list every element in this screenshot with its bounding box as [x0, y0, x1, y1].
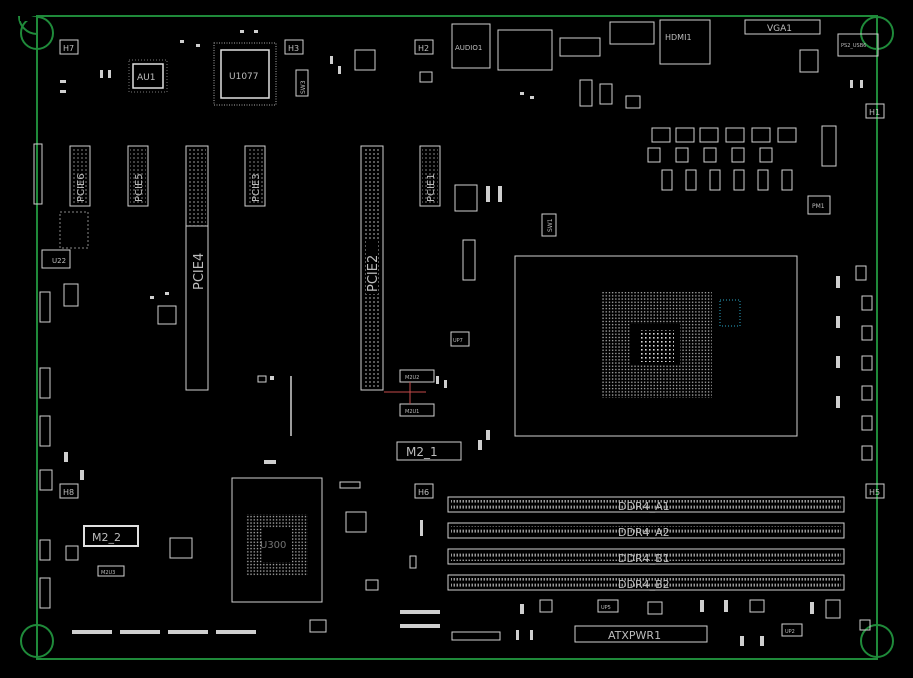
misc-ics: UP7 SW1 PM1	[157, 125, 837, 347]
label-h8: H8	[63, 488, 74, 497]
label-up5: UP5	[601, 605, 611, 611]
mounting-holes: H7 H3 H2 H1 H8 H6 H5	[59, 39, 885, 499]
label-pcie4: PCIE4	[192, 253, 207, 290]
label-u22: U22	[52, 257, 66, 265]
label-h7: H7	[63, 44, 74, 53]
label-pm1: PM1	[812, 203, 825, 210]
label-h3: H3	[288, 44, 299, 53]
label-pcie2: PCIE2	[366, 255, 381, 292]
label-h1: H1	[869, 108, 880, 117]
label-audio1: AUDIO1	[455, 44, 482, 52]
label-ps2-usb6: PS2_USB6	[841, 43, 866, 49]
label-atxpwr1: ATXPWR1	[608, 629, 661, 642]
label-pcie1: PCIE1	[426, 173, 437, 202]
vrm-chokes	[647, 127, 797, 191]
label-au1: AU1	[137, 73, 155, 83]
label-sw3: SW3	[300, 80, 307, 94]
label-up7: UP7	[453, 338, 463, 344]
cpu-socket	[514, 255, 798, 437]
board-edge	[18, 15, 894, 660]
label-h5: H5	[869, 488, 880, 497]
left-components: U22	[33, 143, 89, 447]
dimm-slots: DDR4_A1 DDR4_A2 DDR4_B1 DDR4_B2	[447, 496, 845, 591]
label-u1077: U1077	[229, 72, 259, 82]
label-m2u1: M2U1	[405, 409, 419, 415]
label-ddr4-b2: DDR4_B2	[618, 578, 670, 591]
label-vga1: VGA1	[767, 24, 792, 34]
label-ddr4-a1: DDR4_A1	[618, 500, 670, 513]
label-pcie6: PCIE6	[76, 173, 87, 202]
label-ddr4-a2: DDR4_A2	[618, 526, 670, 539]
label-hdmi1: HDMI1	[665, 33, 692, 42]
switch-sw3: SW3	[295, 69, 309, 97]
label-pcie3: PCIE3	[251, 173, 262, 202]
passive-components	[39, 30, 873, 646]
label-m2-2: M2_2	[92, 531, 121, 544]
label-m2u2: M2U2	[405, 375, 419, 381]
audio-codec-au1: AU1	[128, 59, 168, 93]
label-m2u3: M2U3	[101, 570, 115, 576]
label-ddr4-b1: DDR4_B1	[618, 552, 670, 565]
pch-chip: U300	[169, 477, 323, 603]
bottom-connectors: ATXPWR1 UP5 UP2	[39, 577, 841, 643]
m2-area: M2U2 M2U1 M2_1 M2_2 M2U3	[83, 369, 462, 577]
rear-io: AUDIO1 HDMI1 VGA1 PS2_USB6	[451, 19, 879, 73]
label-sw1: SW1	[547, 218, 554, 232]
pcie-x16-slots: PCIE4 PCIE2	[185, 145, 384, 391]
pcie-x1-slots: PCIE6 PCIE5 PCIE3 PCIE1	[69, 145, 441, 207]
label-pcie5: PCIE5	[134, 173, 145, 202]
label-h2: H2	[418, 44, 429, 53]
chip-u1077: U1077	[213, 42, 277, 106]
label-u300: U300	[260, 540, 286, 551]
label-h6: H6	[418, 488, 429, 497]
label-m2-1: M2_1	[406, 445, 438, 459]
label-up2: UP2	[785, 629, 795, 635]
